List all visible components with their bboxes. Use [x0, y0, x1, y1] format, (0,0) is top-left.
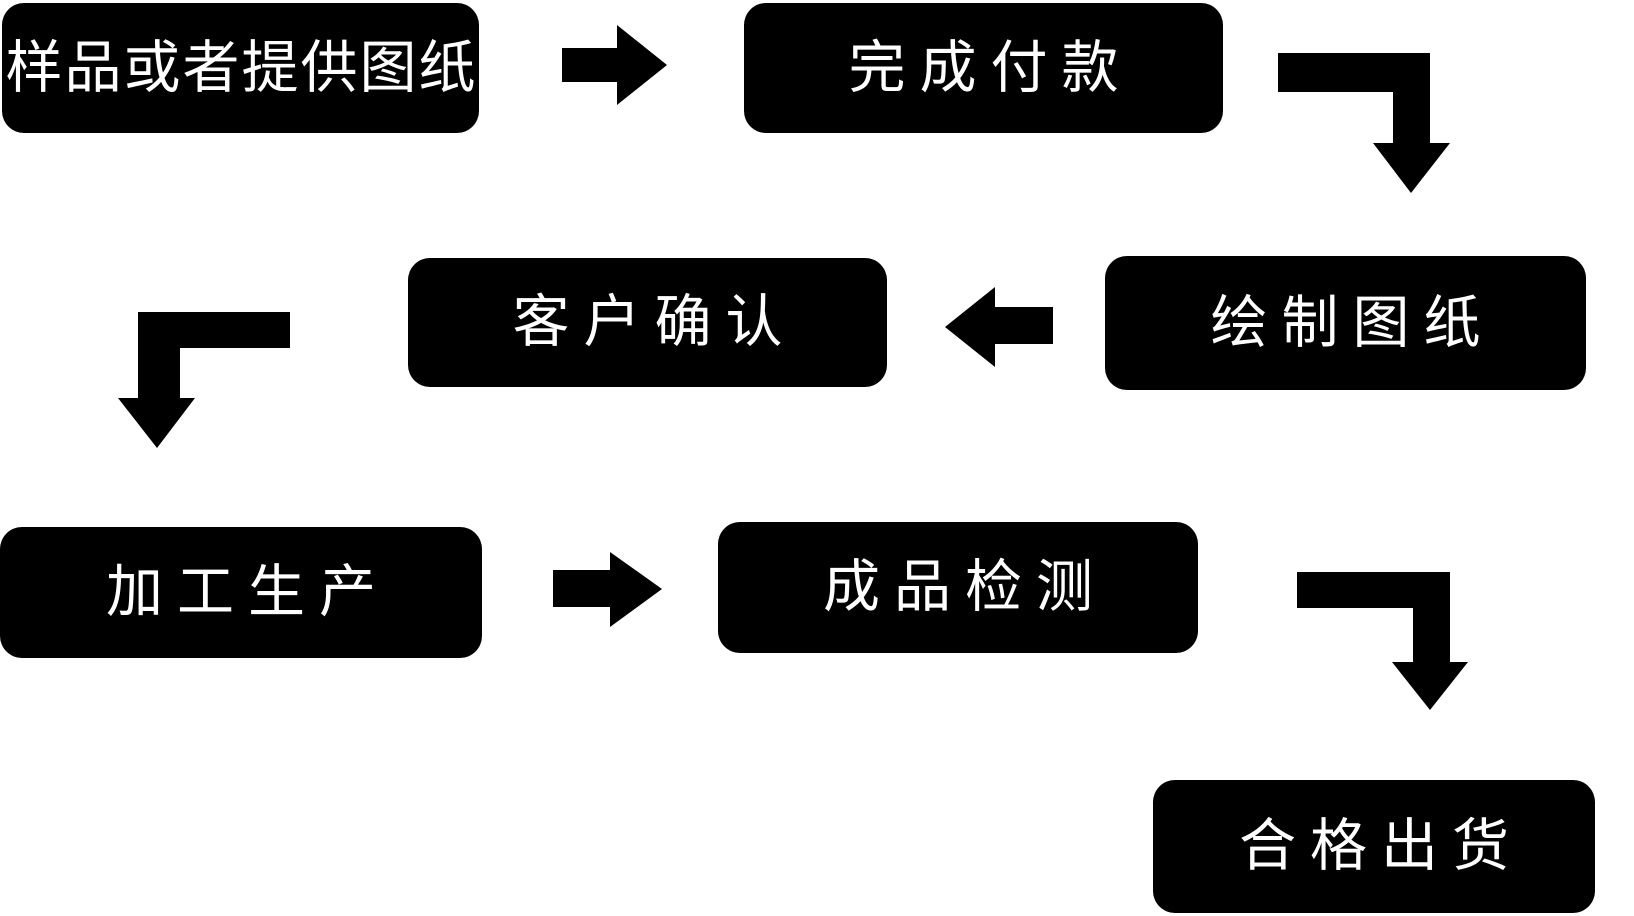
arrow-right-icon [562, 25, 667, 105]
step-box-customer-confirm: 客户确认 [408, 258, 887, 387]
step-label: 样品或者提供图纸 [5, 34, 478, 101]
elbow-arrow-down-left-icon [118, 312, 290, 448]
step-box-processing-production: 加工生产 [0, 527, 482, 658]
step-box-qualified-shipment: 合格出货 [1153, 780, 1595, 913]
step-box-complete-payment: 完成付款 [744, 3, 1223, 133]
arrow-right-icon [553, 552, 662, 627]
elbow-arrow-down-right-icon [1278, 53, 1450, 193]
step-label: 加工生产 [106, 559, 390, 625]
step-label: 成品检测 [823, 554, 1107, 620]
step-label: 客户确认 [512, 289, 797, 355]
step-box-draw-drawings: 绘制图纸 [1105, 256, 1586, 390]
elbow-arrow-down-right-icon [1297, 572, 1468, 710]
step-label: 绘制图纸 [1210, 289, 1495, 356]
step-box-product-inspection: 成品检测 [718, 522, 1198, 653]
step-label: 合格出货 [1239, 813, 1523, 879]
step-label: 完成付款 [848, 34, 1133, 101]
step-box-sample-or-drawing: 样品或者提供图纸 [2, 3, 479, 133]
arrow-left-icon [945, 287, 1053, 367]
